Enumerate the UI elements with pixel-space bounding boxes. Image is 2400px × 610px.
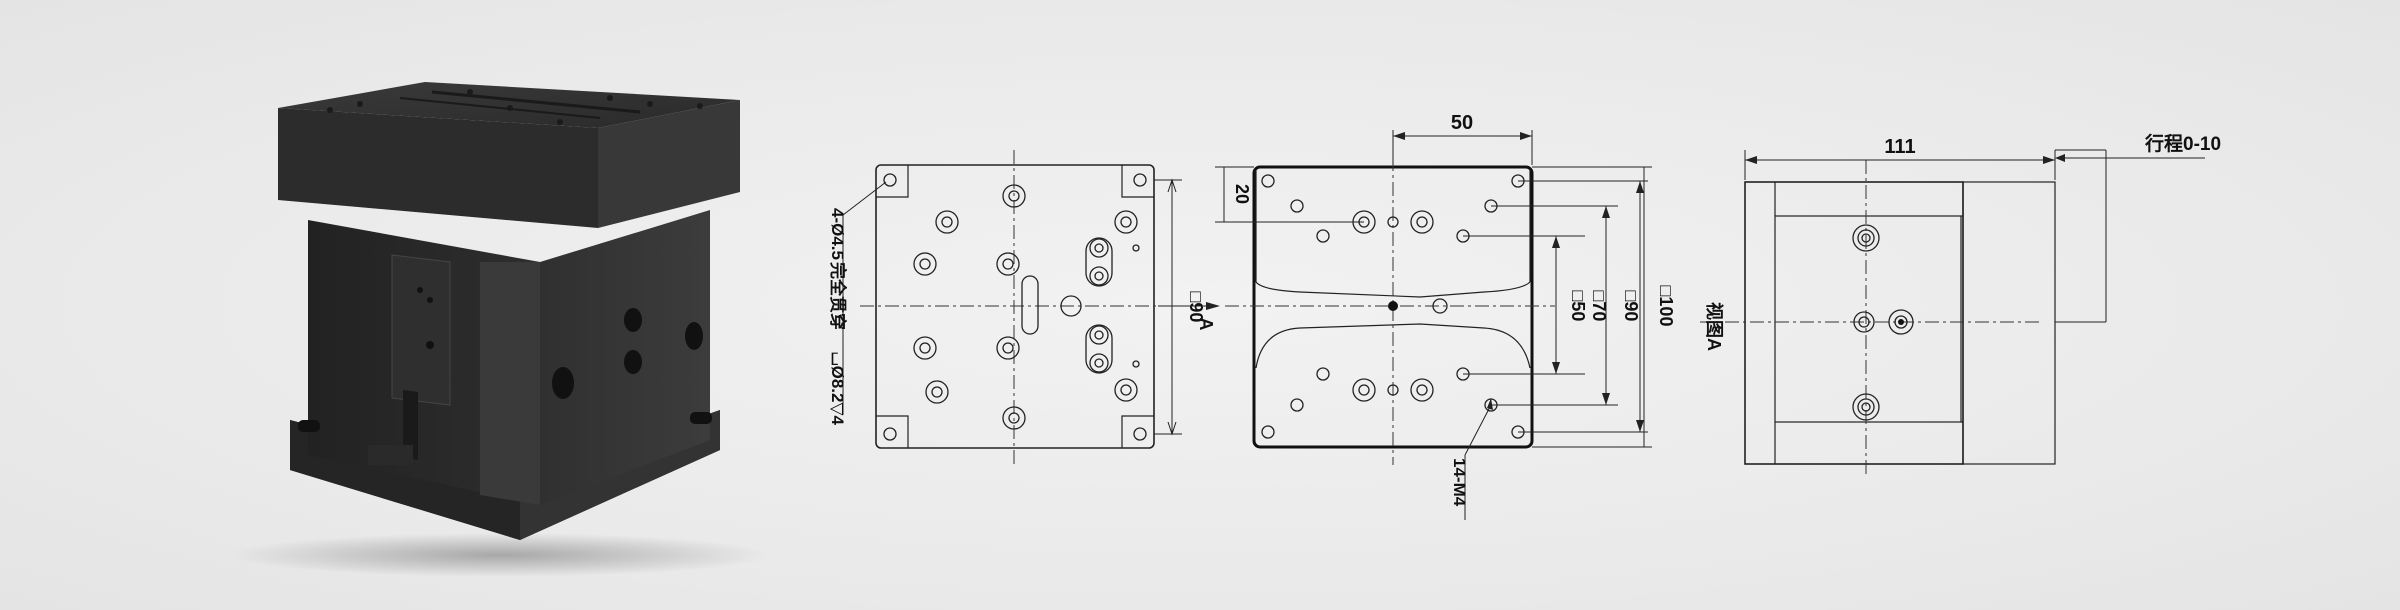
thread-note: 14-M4: [1450, 458, 1469, 507]
dim-inner: □50: [1568, 291, 1588, 322]
dim-mid: □70: [1589, 291, 1609, 322]
hole-note-text: 完全贯穿: [828, 262, 848, 330]
drawing-bottom-view: □50 □70 □90 □100 50 20 14-M4: [1215, 112, 1676, 520]
counterbore-note: ⌴Ø8.2▽4: [828, 352, 847, 426]
dim-left-20: 20: [1232, 184, 1252, 204]
drawing-side-view: 111 行程0-10 视图A: [1700, 132, 2221, 475]
dim-outer: □90: [1621, 291, 1641, 322]
stroke-note: 行程0-10: [2144, 132, 2221, 155]
side-view-label: 视图A: [1704, 302, 1725, 351]
product-render: [230, 82, 770, 577]
drawing-top-view: □90 A 4-Ø4.5 完全贯穿 ⌴Ø8.2▽4: [828, 150, 1220, 465]
top-view-width-dim: □90: [1186, 292, 1206, 323]
dim-top-50: 50: [1451, 112, 1473, 134]
view-arrow-label: A: [1196, 318, 1216, 331]
hole-note-count: 4-Ø4.5: [828, 208, 847, 260]
side-width-dim: 111: [1884, 136, 1915, 158]
dim-overall: □100: [1656, 286, 1676, 327]
